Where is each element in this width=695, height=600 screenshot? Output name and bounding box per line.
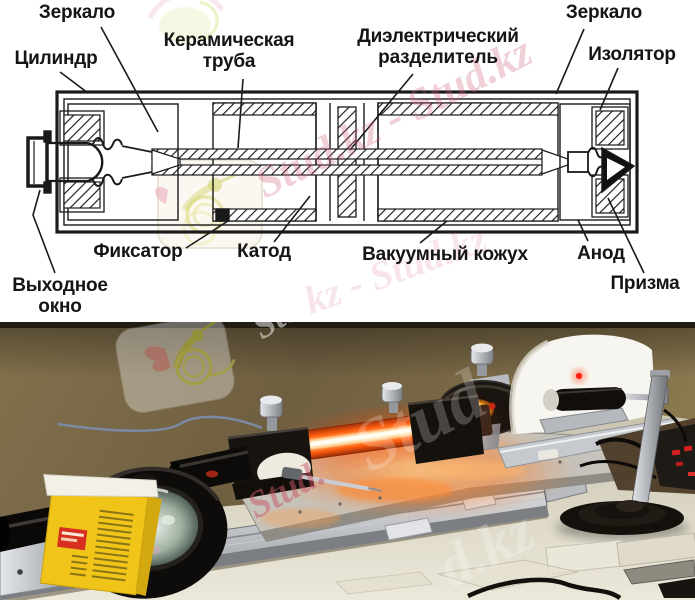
box-fine-print xyxy=(69,509,134,582)
photo-top-edge xyxy=(0,322,695,328)
schematic-drawing: Stud.kz - Stud.kz kz - Stud.kz xyxy=(26,0,645,322)
label-cathode: Катод xyxy=(237,241,291,262)
cable xyxy=(663,408,688,443)
papers-on-table xyxy=(334,532,695,600)
label-output-window: Выходное окно xyxy=(12,275,108,317)
laser-schematic-panel: Stud.kz - Stud.kz kz - Stud.kz Зеркало Ц… xyxy=(12,0,680,322)
hummingbird-logo-photo xyxy=(115,322,236,413)
dielectric-separator-part xyxy=(315,103,379,221)
laser-setup-photo: Stu xyxy=(0,322,695,600)
yellow-box xyxy=(39,474,162,596)
label-mirror-right: Зеркало xyxy=(565,2,643,23)
label-mirror-left: Зеркало xyxy=(38,2,116,23)
screwdriver xyxy=(281,466,383,492)
left-mirror-assembly xyxy=(47,103,179,221)
label-anode: Анод xyxy=(577,243,625,264)
photo-scene: Stu xyxy=(0,322,695,600)
leader-lines xyxy=(32,26,645,274)
label-ceramic-tube: Керамическая труба xyxy=(163,30,295,72)
cable xyxy=(467,577,622,600)
label-fixator: Фиксатор xyxy=(93,241,183,262)
rail-clamp xyxy=(384,517,433,541)
ceramic-tube-part xyxy=(151,148,569,176)
output-window-part xyxy=(26,130,52,194)
label-insulator: Изолятор xyxy=(588,44,676,65)
laser-dot xyxy=(575,372,583,380)
label-vacuum-jacket: Вакуумный кожух xyxy=(362,244,528,265)
fixator-ring xyxy=(215,208,230,222)
hummingbird-logo-top xyxy=(147,0,225,43)
blue-wire xyxy=(57,415,263,432)
stand-base xyxy=(556,500,688,540)
label-cylinder: Цилиндр xyxy=(14,48,98,69)
label-dielectric-separator: Диэлектрический разделитель xyxy=(357,26,519,68)
label-prism: Призма xyxy=(610,273,680,294)
schematic-lines xyxy=(26,90,639,234)
right-prism-assembly xyxy=(559,103,636,221)
tube-mount-right xyxy=(381,382,484,464)
